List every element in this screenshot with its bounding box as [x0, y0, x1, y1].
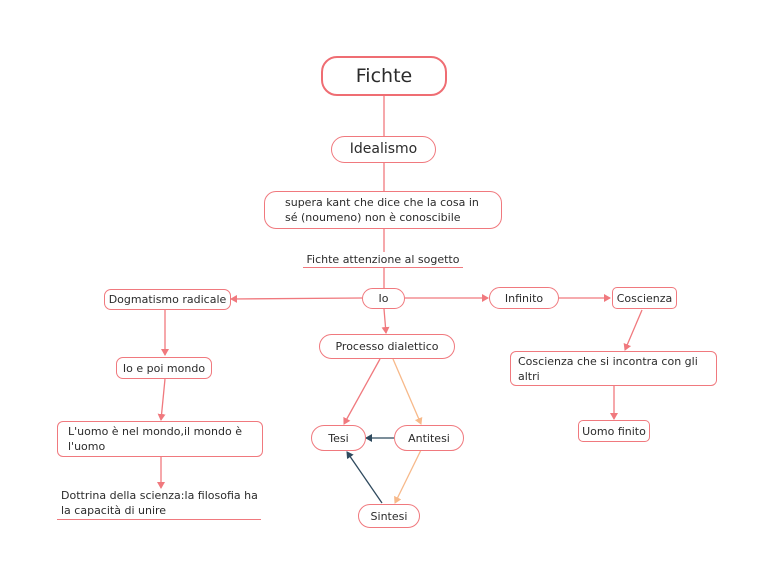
node-tesi[interactable]: Tesi	[311, 425, 366, 451]
link-processo-antitesi	[392, 358, 423, 425]
node-sintesi[interactable]: Sintesi	[358, 504, 420, 528]
node-idealismo[interactable]: Idealismo	[331, 136, 436, 163]
node-kant[interactable]: supera kant che dice che la cosa in sé (…	[264, 191, 502, 229]
node-processo[interactable]: Processo dialettico	[319, 334, 455, 359]
node-dottrina[interactable]: Dottrina della scienza:la filosofia ha l…	[57, 486, 261, 520]
node-coscienza[interactable]: Coscienza	[612, 287, 677, 309]
node-infinito[interactable]: Infinito	[489, 287, 559, 309]
link-processo-tesi	[343, 358, 381, 425]
node-attenzione[interactable]: Fichte attenzione al sogetto	[303, 252, 463, 268]
node-uomo-finito[interactable]: Uomo finito	[578, 420, 650, 442]
link-iomondo-uomo	[157, 378, 166, 421]
link-io-dogmatismo	[230, 294, 363, 303]
link-coscienza-coscienzaaltri	[623, 309, 643, 351]
node-coscienza-altri[interactable]: Coscienza che si incontra con gli altri	[510, 351, 717, 386]
link-sintesi-tesi	[346, 451, 383, 504]
node-io-mondo[interactable]: Io e poi mondo	[116, 357, 212, 379]
node-fichte[interactable]: Fichte	[321, 56, 447, 96]
node-io[interactable]: Io	[362, 288, 405, 309]
link-antitesi-sintesi	[394, 449, 422, 504]
node-antitesi[interactable]: Antitesi	[394, 425, 464, 451]
node-dogmatismo[interactable]: Dogmatismo radicale	[104, 289, 231, 310]
node-uomo-mondo[interactable]: L'uomo è nel mondo,il mondo è l'uomo	[57, 421, 263, 457]
link-io-processo	[381, 308, 390, 334]
